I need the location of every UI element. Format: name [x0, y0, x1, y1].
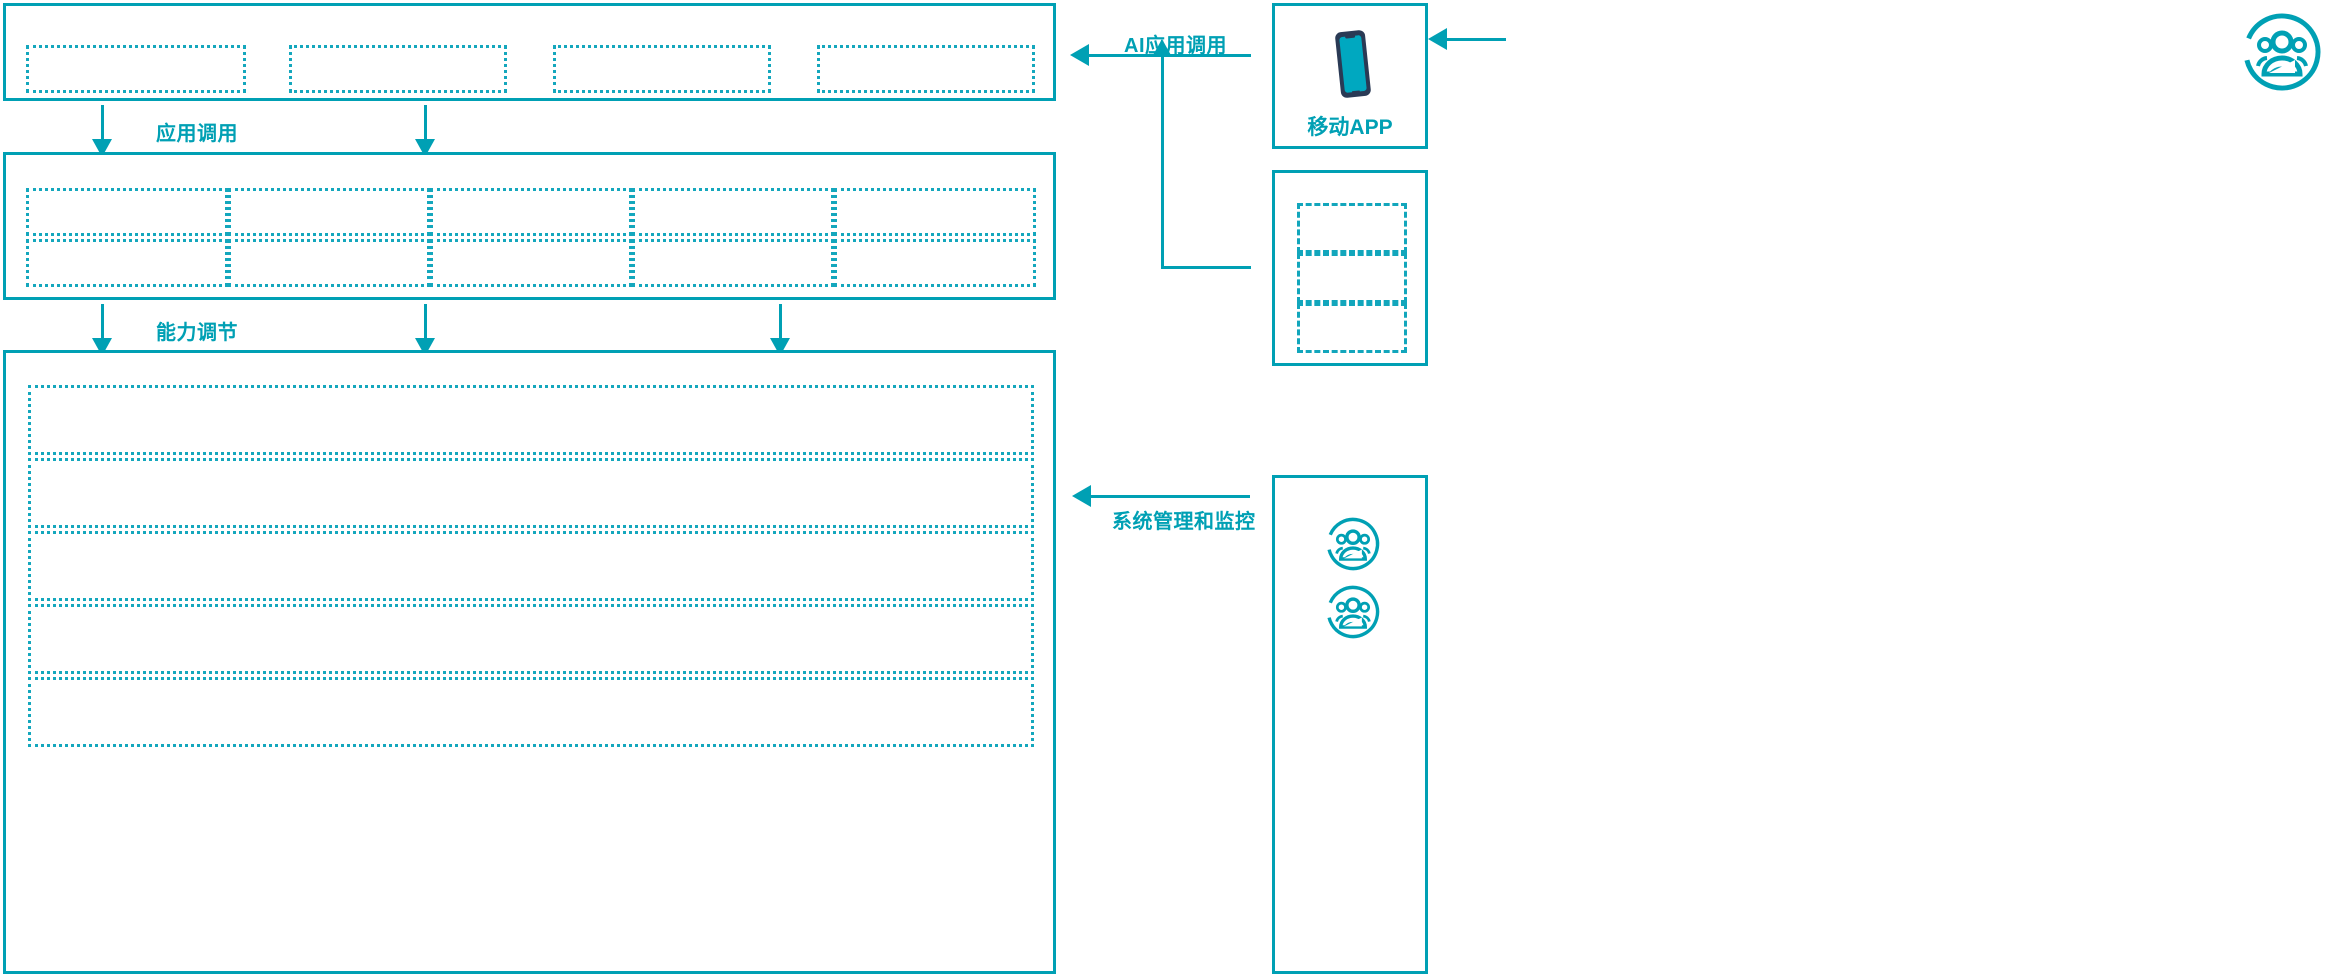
end-user-to-app-arrow	[1428, 28, 1506, 50]
capability-cell[interactable]	[228, 188, 430, 236]
capability-cell[interactable]	[632, 188, 834, 236]
capability-cell[interactable]	[26, 239, 228, 287]
channel-cell[interactable]	[1297, 303, 1407, 353]
application-cell[interactable]	[817, 45, 1035, 93]
capability-adjust-arrow-3	[770, 304, 790, 356]
channel-cell[interactable]	[1297, 203, 1407, 253]
capability-cell[interactable]	[430, 188, 632, 236]
application-layer	[3, 3, 1056, 101]
ai-app-invoke-label: AI应用调用	[1124, 35, 1227, 57]
mobile-app-caption: 移动APP	[1307, 116, 1393, 139]
mobile-phone-icon	[1324, 28, 1382, 100]
app-invoke-label: 应用调用	[156, 123, 238, 145]
ai-app-invoke-connector	[1161, 266, 1251, 269]
app-invoke-arrow-left	[92, 105, 112, 157]
capability-adjust-arrow-2	[415, 304, 435, 356]
arrow-head-icon	[1072, 485, 1091, 507]
operator-user-group-icon	[1323, 514, 1383, 574]
platform-row[interactable]	[28, 385, 1034, 455]
operator-panel[interactable]	[1272, 475, 1428, 974]
ai-app-invoke-riser	[1152, 39, 1172, 268]
capability-adjust-label: 能力调节	[156, 322, 238, 344]
arrow-head-icon	[1428, 28, 1447, 50]
system-manage-label: 系统管理和监控	[1112, 511, 1256, 533]
platform-row[interactable]	[28, 677, 1034, 747]
capability-cell[interactable]	[430, 239, 632, 287]
application-cell[interactable]	[26, 45, 246, 93]
platform-row[interactable]	[28, 458, 1034, 528]
capability-cell[interactable]	[834, 239, 1036, 287]
platform-row[interactable]	[28, 531, 1034, 601]
application-cell[interactable]	[289, 45, 507, 93]
application-cell[interactable]	[553, 45, 771, 93]
arrow-head-icon	[1152, 39, 1172, 57]
capability-cell[interactable]	[632, 239, 834, 287]
capability-cell[interactable]	[834, 188, 1036, 236]
system-manage-arrow	[1072, 485, 1250, 507]
operator-user-group-icon	[1323, 582, 1383, 642]
arrow-head-icon	[1070, 44, 1089, 66]
capability-adjust-arrow-1	[92, 304, 112, 356]
end-user-group-icon	[2238, 8, 2326, 96]
mobile-app-panel[interactable]: 移动APP	[1272, 3, 1428, 149]
platform-layer	[3, 350, 1056, 974]
capability-cell[interactable]	[228, 239, 430, 287]
capability-cell[interactable]	[26, 188, 228, 236]
platform-row[interactable]	[28, 604, 1034, 674]
channel-cell[interactable]	[1297, 253, 1407, 303]
app-invoke-arrow-right	[415, 105, 435, 157]
channel-panel[interactable]	[1272, 170, 1428, 366]
capability-layer	[3, 152, 1056, 300]
